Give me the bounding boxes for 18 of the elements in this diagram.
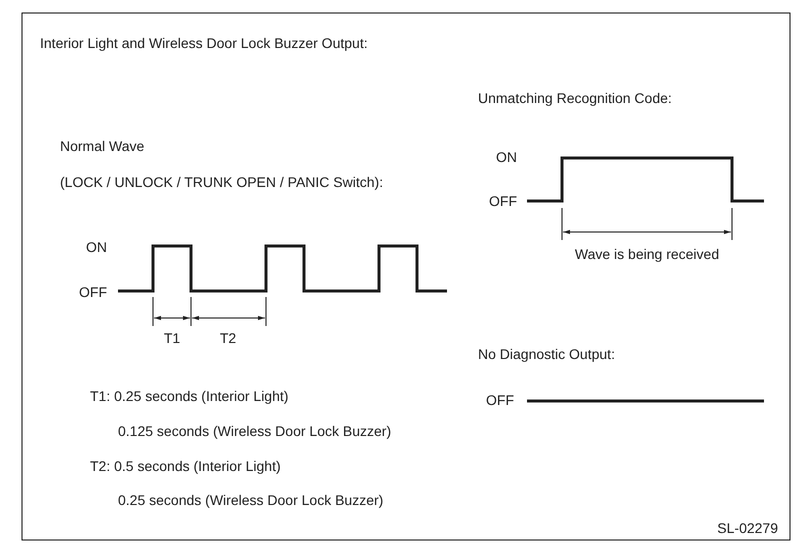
level-label: OFF [486,391,514,409]
section-heading: Normal Wave [60,137,144,155]
level-label: ON [86,238,107,256]
section-heading: No Diagnostic Output: [478,345,615,363]
dimension-label: T2 [220,329,236,347]
section-heading: Unmatching Recognition Code: [478,89,672,107]
level-label: OFF [79,283,107,301]
figure-code: SL-02279 [717,519,778,537]
section-subheading: (LOCK / UNLOCK / TRUNK OPEN / PANIC Switch): [60,173,384,191]
diagram-title: Interior Light and Wireless Door Lock Buzzer Output: [40,34,368,52]
note-text: 0.25 seconds (Wireless Door Lock Buzzer) [118,491,384,509]
note-text: T1: 0.25 seconds (Interior Light) [90,387,288,405]
level-label: ON [496,148,517,166]
dimension-label: Wave is being received [574,245,720,263]
level-label: OFF [489,192,517,210]
note-text: 0.125 seconds (Wireless Door Lock Buzzer) [118,422,392,440]
note-text: T2: 0.5 seconds (Interior Light) [90,457,281,475]
dimension-label: T1 [164,329,180,347]
